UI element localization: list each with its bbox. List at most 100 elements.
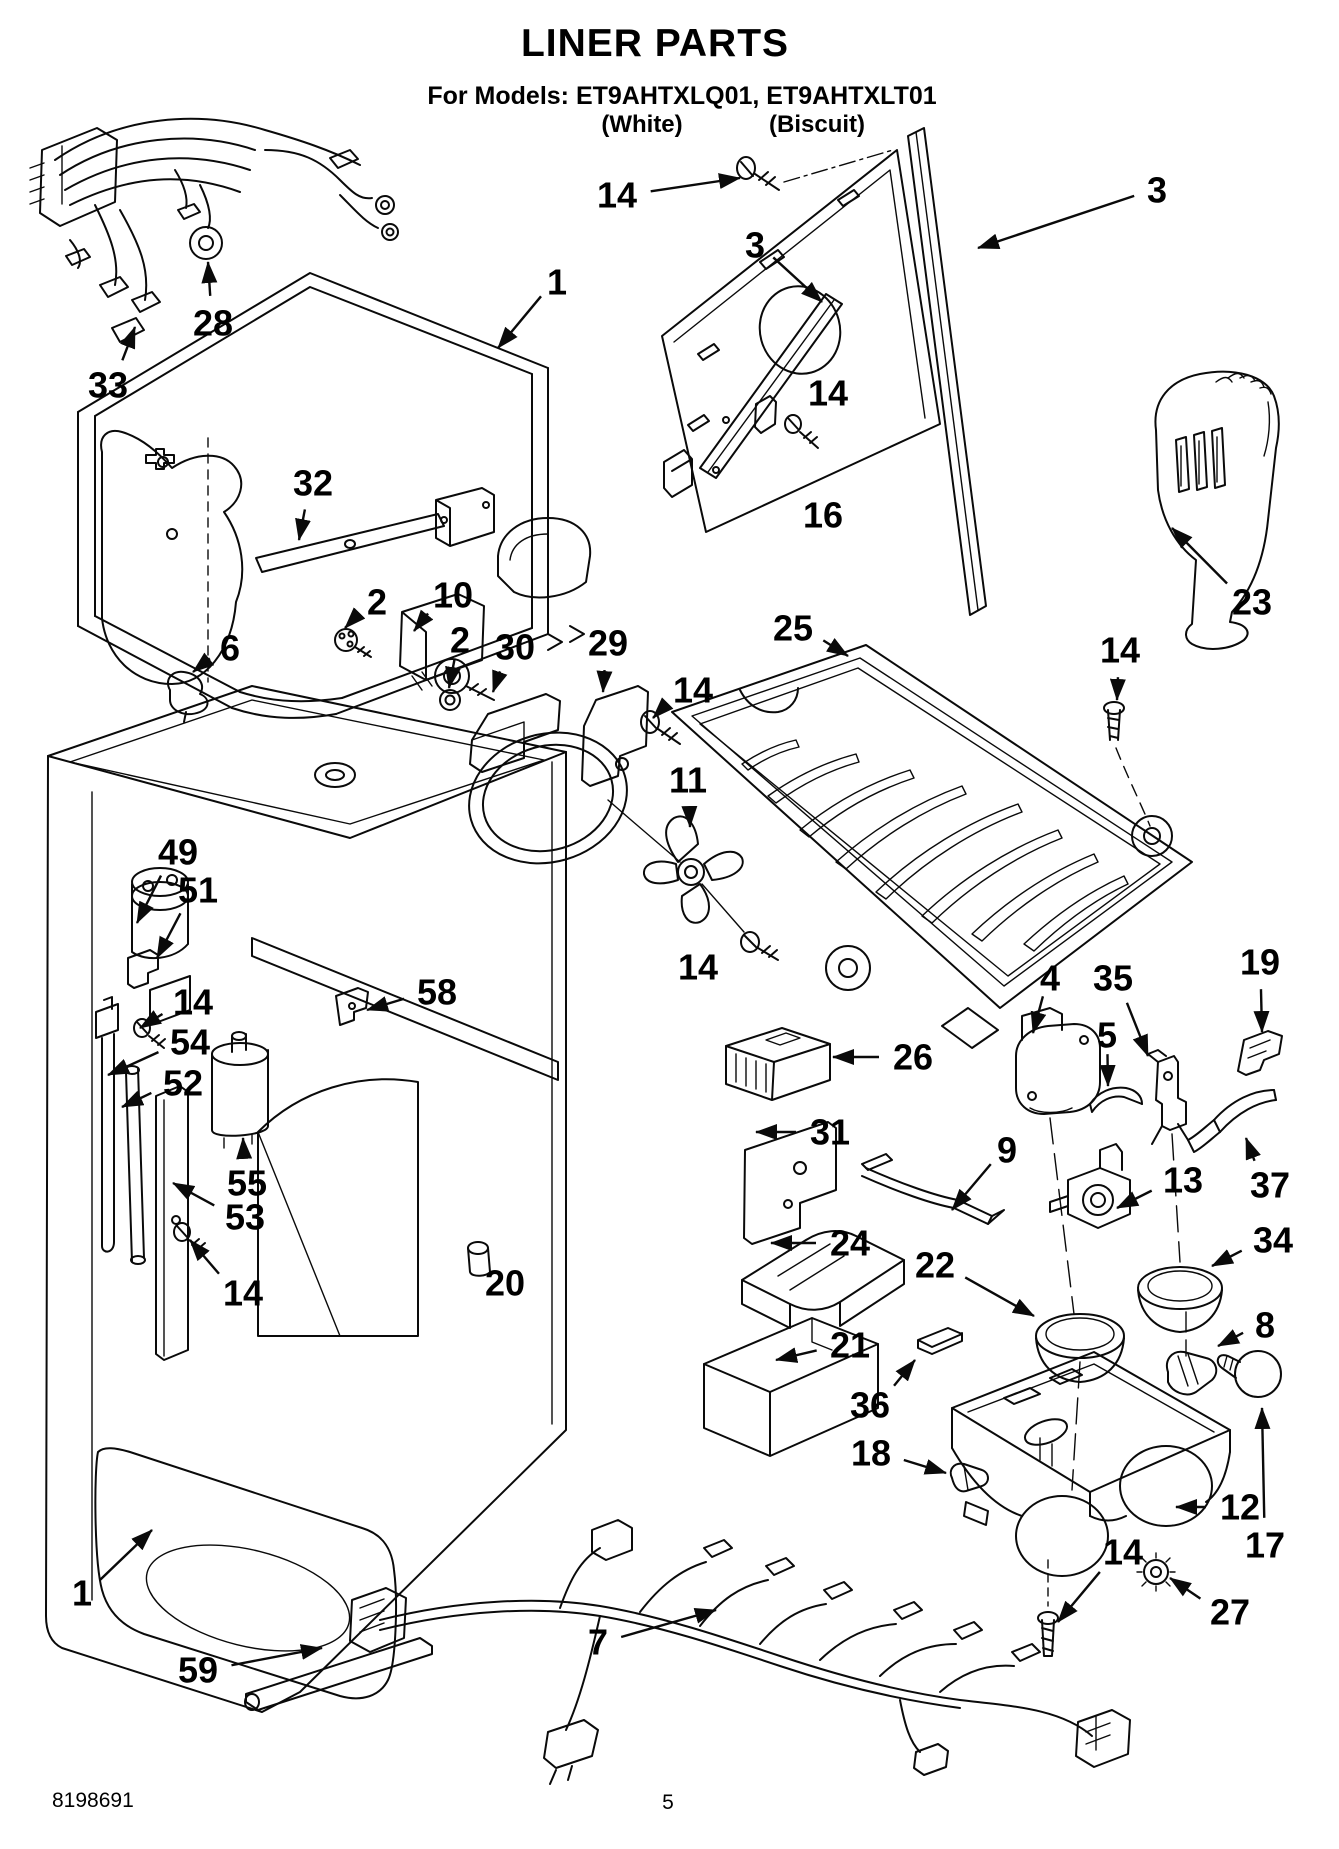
bottom-cover-tray xyxy=(951,1351,1231,1657)
callout-14: 14 xyxy=(673,670,713,711)
callout-leader-55 xyxy=(236,1137,253,1160)
callout-leader-17 xyxy=(1254,1407,1271,1518)
callout-14: 14 xyxy=(173,982,213,1023)
callout-3: 3 xyxy=(745,225,765,266)
callout-leader-2 xyxy=(344,607,366,629)
callout-37: 37 xyxy=(1250,1165,1290,1206)
callout-leader-29 xyxy=(596,669,613,693)
callout-leader-14 xyxy=(650,173,741,193)
callout-59: 59 xyxy=(178,1650,218,1691)
callout-1: 1 xyxy=(72,1573,92,1614)
callout-23: 23 xyxy=(1232,582,1272,623)
callout-34: 34 xyxy=(1253,1220,1293,1261)
lower-liner xyxy=(45,685,567,1713)
callout-32: 32 xyxy=(293,463,333,504)
callout-33: 33 xyxy=(88,365,128,406)
callout-12: 12 xyxy=(1220,1487,1260,1528)
callout-27: 27 xyxy=(1210,1592,1250,1633)
callout-leader-49 xyxy=(135,875,163,924)
callout-leaders xyxy=(99,173,1271,1667)
callout-leader-33 xyxy=(120,326,137,361)
callout-7: 7 xyxy=(588,1622,608,1663)
callout-leader-54 xyxy=(107,1051,159,1077)
callout-35: 35 xyxy=(1093,958,1133,999)
callout-leader-5 xyxy=(1099,1054,1116,1087)
callout-leader-25 xyxy=(822,637,849,658)
callout-2: 2 xyxy=(450,620,470,661)
callout-8: 8 xyxy=(1255,1305,1275,1346)
callout-3: 3 xyxy=(1147,170,1167,211)
callout-18: 18 xyxy=(851,1433,891,1474)
callout-leader-34 xyxy=(1211,1249,1243,1268)
callout-leader-19 xyxy=(1253,989,1270,1033)
callout-leader-14 xyxy=(1109,677,1126,701)
variant-biscuit: (Biscuit) xyxy=(769,111,865,138)
callout-leader-18 xyxy=(903,1458,947,1475)
callout-leader-14 xyxy=(652,697,674,719)
callout-14: 14 xyxy=(678,947,718,988)
callout-14: 14 xyxy=(808,373,848,414)
callout-leader-51 xyxy=(155,912,182,959)
callout-leader-3 xyxy=(977,194,1135,250)
callout-leader-21 xyxy=(775,1347,817,1363)
variant-white: (White) xyxy=(601,111,683,138)
callout-49: 49 xyxy=(158,832,198,873)
callout-leader-14 xyxy=(1057,1571,1101,1623)
callout-leader-32 xyxy=(295,509,311,541)
callout-leader-7 xyxy=(620,1608,717,1639)
callout-leader-35 xyxy=(1125,1002,1150,1057)
callout-14: 14 xyxy=(597,175,637,216)
callout-leader-36 xyxy=(893,1359,916,1387)
callout-leader-37 xyxy=(1244,1137,1261,1162)
callout-31: 31 xyxy=(810,1112,850,1153)
page-title: LINER PARTS xyxy=(520,22,790,65)
callout-36: 36 xyxy=(850,1385,890,1426)
callout-10: 10 xyxy=(433,575,473,616)
callout-leader-13 xyxy=(1116,1189,1153,1210)
callout-6: 6 xyxy=(220,628,240,669)
air-duct xyxy=(1154,370,1280,650)
callout-16: 16 xyxy=(803,495,843,536)
callout-17: 17 xyxy=(1245,1525,1285,1566)
wire-harness-top xyxy=(29,117,399,343)
callout-51: 51 xyxy=(178,870,218,911)
callout-leader-58 xyxy=(366,996,405,1012)
callout-leader-14 xyxy=(139,1010,164,1030)
callout-14: 14 xyxy=(223,1273,263,1314)
callout-leader-4 xyxy=(1030,996,1047,1034)
callout-24: 24 xyxy=(830,1223,870,1264)
rear-panel-assembly xyxy=(661,127,987,616)
callout-leader-6 xyxy=(192,652,215,673)
callout-leader-11 xyxy=(681,805,698,828)
callout-13: 13 xyxy=(1163,1160,1203,1201)
callout-leader-22 xyxy=(964,1276,1035,1318)
callout-14: 14 xyxy=(1103,1532,1143,1573)
callout-25: 25 xyxy=(773,608,813,649)
callout-1: 1 xyxy=(547,262,567,303)
callout-leader-53 xyxy=(172,1181,215,1207)
callout-leader-10 xyxy=(413,609,434,632)
callout-11: 11 xyxy=(669,760,707,801)
callout-leader-1 xyxy=(99,1529,153,1582)
callout-leader-2 xyxy=(445,658,461,689)
callout-54: 54 xyxy=(170,1022,210,1063)
callout-leader-14 xyxy=(189,1239,220,1275)
callout-30: 30 xyxy=(495,627,535,668)
callout-leader-3 xyxy=(772,256,823,303)
defrost-lamp-parts xyxy=(1015,1007,1283,1491)
fan-blade xyxy=(607,799,779,961)
callout-4: 4 xyxy=(1040,958,1060,999)
callout-9: 9 xyxy=(997,1130,1017,1171)
callout-leader-28 xyxy=(201,261,218,296)
callout-leader-1 xyxy=(497,295,542,349)
callout-leader-23 xyxy=(1171,527,1228,585)
wire-harness-bottom xyxy=(349,1519,1131,1785)
callout-leader-8 xyxy=(1217,1329,1244,1348)
document-number: 8198691 xyxy=(52,1789,134,1812)
callout-53: 53 xyxy=(225,1197,265,1238)
drain-pan xyxy=(671,644,1193,1049)
control-parts xyxy=(703,1027,1005,1493)
